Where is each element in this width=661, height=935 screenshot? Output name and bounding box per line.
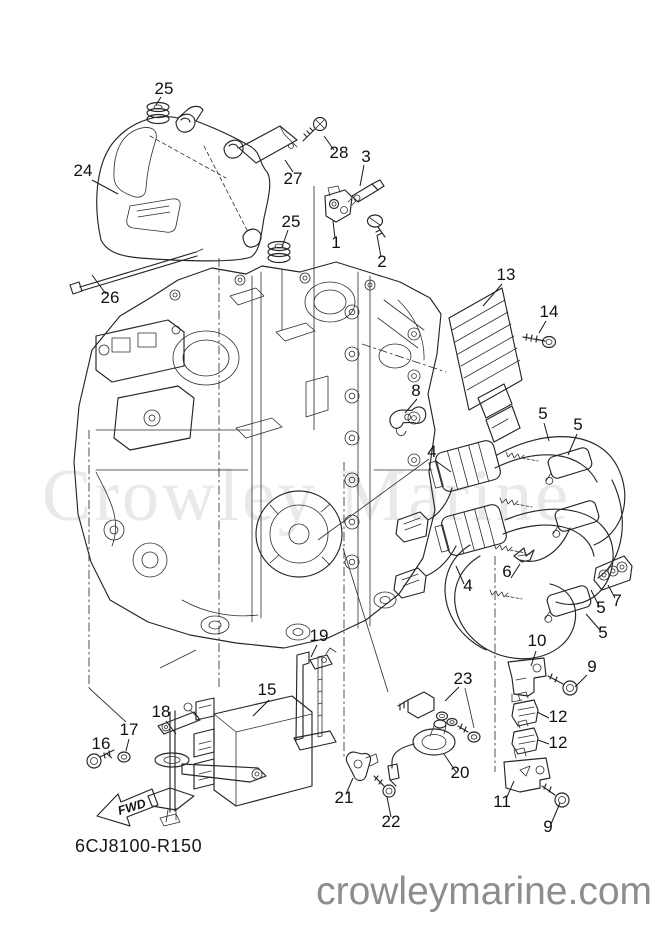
- leader-lines: [91, 96, 616, 825]
- callout-2[interactable]: 2: [377, 252, 386, 271]
- plug-cap-5-a: [545, 447, 593, 485]
- bracket-11: [503, 747, 551, 793]
- plug-cap-5-c: [544, 585, 592, 623]
- callout-4b[interactable]: 4: [463, 576, 472, 595]
- bolt-14: [522, 333, 557, 349]
- callout-7[interactable]: 7: [612, 591, 621, 610]
- callout-12a[interactable]: 12: [549, 707, 568, 726]
- drawing-number: 6CJ8100-R150: [75, 836, 202, 856]
- callout-28[interactable]: 28: [330, 143, 349, 162]
- callout-6[interactable]: 6: [502, 562, 511, 581]
- plug-cap-5-b: [552, 500, 600, 538]
- callout-17[interactable]: 17: [120, 720, 139, 739]
- callout-21[interactable]: 21: [335, 788, 354, 807]
- callout-9a[interactable]: 9: [587, 657, 596, 676]
- callout-5a[interactable]: 5: [538, 404, 547, 423]
- washer-17: [117, 751, 131, 763]
- callout-27[interactable]: 27: [284, 169, 303, 188]
- callout-5d[interactable]: 5: [598, 623, 607, 642]
- callout-26[interactable]: 26: [101, 288, 120, 307]
- fwd-arrow: FWD: [96, 788, 159, 827]
- screw-2: [366, 214, 386, 238]
- electrical-box-27: [238, 125, 298, 164]
- cowling-24: [96, 105, 271, 262]
- bracket-10: [507, 657, 547, 703]
- ignition-coil-4-upper: [395, 440, 501, 543]
- website-text: crowleymarine.com: [316, 870, 652, 913]
- grommet-25-top: [146, 101, 170, 125]
- callouts: 25 24 27 28 3 1 2 25 26 13 14 8 4 5 5 6 …: [74, 79, 622, 836]
- sensor-20: [387, 719, 456, 787]
- callout-15[interactable]: 15: [258, 680, 277, 699]
- callout-12b[interactable]: 12: [549, 733, 568, 752]
- clip-12-lower: [511, 719, 539, 755]
- watermark-text: Crowley Marine: [42, 455, 571, 537]
- ecu-15: [193, 695, 313, 807]
- bolt-9-upper: [547, 673, 578, 696]
- callout-1[interactable]: 1: [331, 233, 340, 252]
- callout-3[interactable]: 3: [361, 147, 370, 166]
- sensor-3: [347, 179, 385, 206]
- clip-12-upper: [511, 691, 539, 727]
- callout-13[interactable]: 13: [497, 265, 516, 284]
- callout-5b[interactable]: 5: [573, 415, 582, 434]
- callout-9b[interactable]: 9: [543, 817, 552, 836]
- callout-25[interactable]: 25: [155, 79, 174, 98]
- callout-5c[interactable]: 5: [596, 598, 605, 617]
- callout-22[interactable]: 22: [382, 812, 401, 831]
- lever-bracket-18: [147, 702, 267, 827]
- callout-24[interactable]: 24: [74, 161, 93, 180]
- cap-holder-7: [593, 555, 633, 591]
- bracket-1: [324, 185, 353, 223]
- callout-16[interactable]: 16: [92, 734, 111, 753]
- bolt-9-lower: [541, 783, 570, 808]
- callout-19[interactable]: 19: [310, 626, 329, 645]
- callout-18[interactable]: 18: [152, 702, 171, 721]
- bolt-22: [373, 775, 396, 798]
- callout-14[interactable]: 14: [540, 302, 559, 321]
- callout-10[interactable]: 10: [528, 631, 547, 650]
- rectifier-13: [448, 287, 523, 443]
- callout-25b[interactable]: 25: [282, 212, 301, 231]
- callout-23[interactable]: 23: [454, 669, 473, 688]
- clip-6: [513, 547, 535, 563]
- bracket-19: [293, 647, 337, 751]
- clamp-8: [389, 406, 427, 437]
- spark-plug-ghosts: [489, 451, 539, 600]
- cable-tie-26: [69, 248, 204, 295]
- callout-11[interactable]: 11: [493, 792, 511, 811]
- ignition-coil-4-lower: [393, 504, 507, 599]
- callout-8[interactable]: 8: [411, 381, 420, 400]
- screw-28: [302, 116, 328, 142]
- clamp-21: [345, 751, 379, 782]
- engine-block: [73, 261, 442, 649]
- callout-4a[interactable]: 4: [427, 442, 436, 461]
- callout-20[interactable]: 20: [451, 763, 470, 782]
- grommet-25-side: [267, 240, 291, 264]
